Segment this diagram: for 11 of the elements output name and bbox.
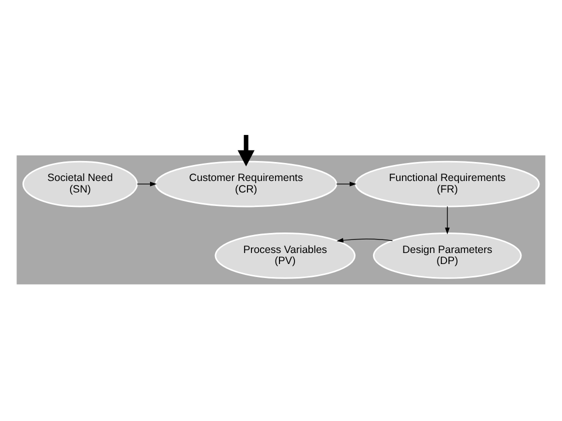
node-ellipse: Design Parameters (DP) [372,232,522,278]
arrow [238,134,255,166]
node-ellipse: Process Variables (PV) [214,232,356,278]
node-ellipse: Functional Requirements (FR) [354,160,540,207]
arrow [336,181,356,186]
node-ellipse: Societal Need (SN) [22,160,138,207]
node-ellipse: Customer Requirements (CR) [154,160,338,207]
cluster [16,154,546,284]
arrow [336,237,393,242]
arrow [136,181,157,186]
arrow [444,206,450,234]
